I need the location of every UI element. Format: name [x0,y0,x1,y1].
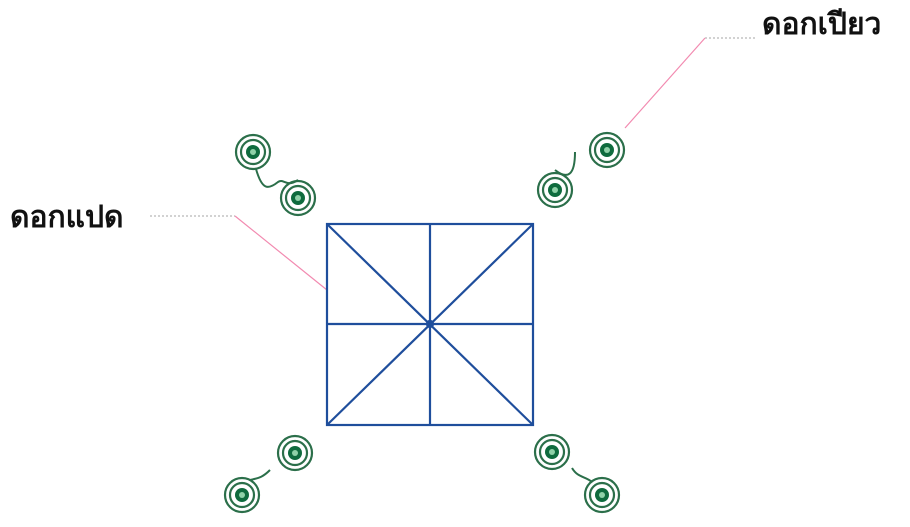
spiral-icon [590,133,624,167]
spiral-icon [278,436,312,470]
spiral-pair-bottom-right [535,435,619,512]
spiral-icon [538,173,572,207]
spiral-icon [535,435,569,469]
spiral-icon [281,181,315,215]
spiral-pair-top-right [538,133,624,207]
spiral-icon [225,478,259,512]
square-motif [327,224,533,425]
leader-line-piao [625,38,755,128]
label-dok-paet: ดอกแปด [10,203,124,233]
spiral-icon [236,135,270,169]
spiral-icon [585,478,619,512]
spiral-pair-top-left [236,135,315,215]
leader-line-paet [150,216,327,290]
label-dok-piao: ดอกเปียว [762,10,881,40]
spiral-pair-bottom-left [225,436,312,512]
